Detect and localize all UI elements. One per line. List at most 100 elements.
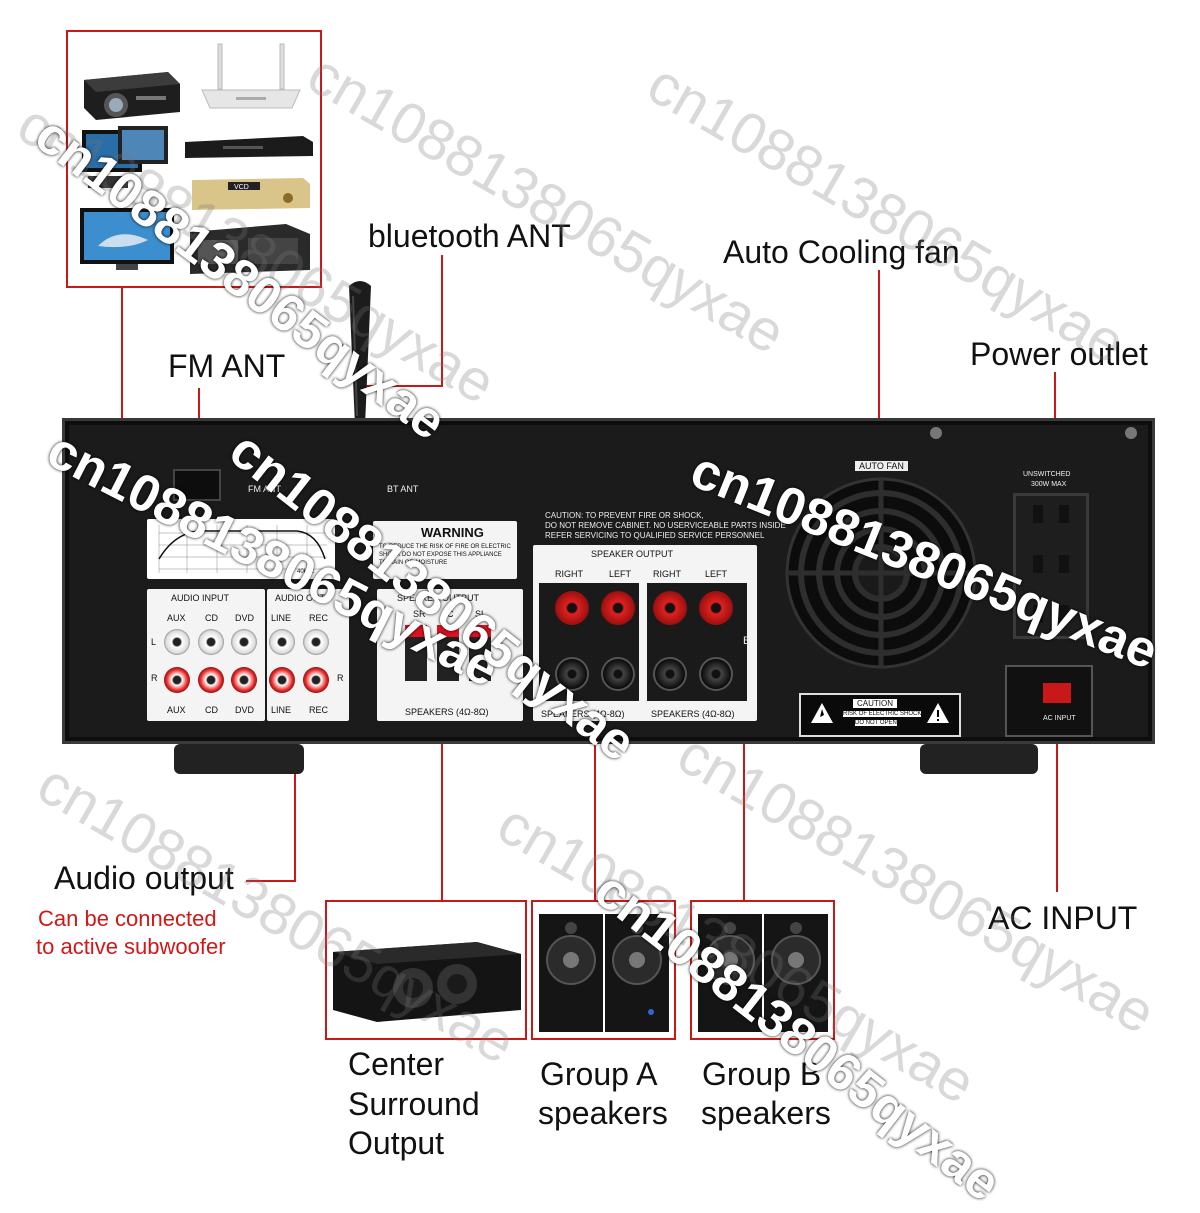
ac-input-label: AC INPUT <box>988 900 1138 936</box>
power-outlet-label: Power outlet <box>970 336 1148 372</box>
sr-label: SR <box>413 609 426 619</box>
rca-cd-l <box>198 629 224 655</box>
binding-post-right-b-plus <box>653 591 687 625</box>
sl-label: SL <box>475 609 487 619</box>
screw-icon <box>930 427 942 439</box>
auto-cooling-fan-label: Auto Cooling fan <box>723 234 960 270</box>
audio-output-label: Audio output <box>54 860 234 896</box>
right-b-label: RIGHT <box>653 569 681 579</box>
rca-aux-l <box>164 629 190 655</box>
audio-input-box <box>147 589 265 721</box>
rca-line-r <box>269 667 295 693</box>
warning-triangle-icon <box>811 703 833 723</box>
center-speaker-box <box>325 900 527 1040</box>
power-outlet <box>1013 493 1089 639</box>
group-a-speakers-image <box>539 914 669 1032</box>
speaker-output-label: SPEAKER OUTPUT <box>591 549 674 559</box>
foot-left <box>174 744 304 774</box>
leader-line-group-a <box>594 700 596 900</box>
center-speaker-image <box>333 942 521 1022</box>
leader-line-bt-horizontal <box>365 385 443 387</box>
rec-bottom-label: REC <box>309 705 329 715</box>
left-a-label: LEFT <box>609 569 632 579</box>
caution-box-line2: DO NOT OPEN <box>855 720 897 726</box>
group-a-label-2: speakers <box>538 1095 668 1131</box>
screw-icon <box>1125 427 1137 439</box>
group-b-label-2: speakers <box>701 1095 831 1131</box>
foot-right <box>920 744 1038 774</box>
outlet-slot <box>1033 505 1043 523</box>
ac-input-panel-label: AC INPUT <box>1043 715 1076 722</box>
cd-label: CD <box>205 613 218 623</box>
spring-clip-sr <box>405 625 427 681</box>
rca-line-l <box>269 629 295 655</box>
line-bottom-label: LINE <box>271 705 292 715</box>
caution-box-title: CAUTION <box>853 699 897 708</box>
binding-post-right-a-plus <box>555 591 589 625</box>
caution-text-3: REFER SERVICING TO QUALIFIED SERVICE PER… <box>545 531 765 540</box>
speakers-a-label: SPEAKERS (4Ω-8Ω) <box>541 709 625 719</box>
rca-dvd-r <box>231 667 257 693</box>
bt-ant-panel-label: BT ANT <box>387 484 419 494</box>
rec-label: REC <box>309 613 329 623</box>
frequency-graph: 40kHz <box>147 519 335 579</box>
group-b-speakers-image <box>698 914 828 1032</box>
rca-rec-r <box>303 667 329 693</box>
center-label-2: Surround <box>348 1086 480 1122</box>
spring-clip-sl <box>469 625 491 681</box>
graph-hz-label: 40kHz <box>297 569 315 575</box>
fm-ant-connector <box>173 469 221 501</box>
tv-image <box>80 208 174 270</box>
bluetooth-ant-label: bluetooth ANT <box>368 218 571 254</box>
warning-text: TO REDUCE THE RISK OF FIRE OR ELECTRIC S… <box>379 544 511 566</box>
watermark: cn1088138065qyxae <box>637 50 1136 377</box>
outlet-slot <box>1033 605 1043 623</box>
c-label: C <box>447 609 454 619</box>
l-label: L <box>151 637 157 647</box>
right-a-label: RIGHT <box>555 569 583 579</box>
fm-ant-panel-label: FM ANT <box>248 484 281 494</box>
r-label: R <box>151 673 158 683</box>
group-a-label-1: Group A <box>540 1056 658 1092</box>
outlet-slot <box>1059 605 1069 623</box>
warning-title: WARNING <box>421 525 484 540</box>
amplifier-image <box>190 224 310 274</box>
center-label-1: Center <box>348 1046 445 1082</box>
caution-box-line1: RISK OF ELECTRIC SHOCK <box>843 711 922 717</box>
binding-post-left-b-minus <box>699 657 733 691</box>
unswitched-max-label: 300W MAX <box>1031 481 1067 488</box>
rca-dvd-l <box>231 629 257 655</box>
speakers-b-label: SPEAKERS (4Ω-8Ω) <box>651 709 735 719</box>
line-label: LINE <box>271 613 292 623</box>
aux-label: AUX <box>167 613 186 623</box>
audio-out-label: AUDIO OUT <box>275 593 326 603</box>
rca-rec-l <box>303 629 329 655</box>
spring-clip-c <box>437 625 459 681</box>
source-devices-box: VCD <box>66 30 322 288</box>
leader-line-group-b <box>743 700 745 900</box>
binding-post-left-a-plus <box>601 591 635 625</box>
dvd-player-image <box>185 136 313 158</box>
ac-switch <box>1043 683 1071 703</box>
leader-line-audio-out <box>294 676 296 882</box>
unswitched-label: UNSWITCHED <box>1023 471 1071 478</box>
group-b-speaker-box <box>690 900 835 1040</box>
monitors-image <box>82 126 168 188</box>
caution-text-1: CAUTION: TO PREVENT FIRE OR SHOCK, <box>545 511 704 520</box>
dvd-bottom-label: DVD <box>235 705 255 715</box>
surround-speaker-output-label: SPEAKER OUTPUT <box>397 593 480 603</box>
binding-post-left-b-plus <box>699 591 733 625</box>
left-b-label: LEFT <box>705 569 728 579</box>
projector-image <box>84 72 180 120</box>
aux-bottom-label: AUX <box>167 705 186 715</box>
leader-line-bt-vertical <box>441 255 443 387</box>
rca-cd-r <box>198 667 224 693</box>
group-b-label-1: Group B <box>702 1056 822 1092</box>
leader-line-audio-out-horizontal <box>246 880 296 882</box>
vcd-player-image: VCD <box>192 178 310 210</box>
audio-input-label: AUDIO INPUT <box>171 593 230 603</box>
fm-ant-label: FM ANT <box>168 348 286 384</box>
center-label-3: Output <box>348 1125 445 1161</box>
audio-output-note-2: to active subwoofer <box>36 934 226 959</box>
outlet-slot <box>1033 555 1043 573</box>
